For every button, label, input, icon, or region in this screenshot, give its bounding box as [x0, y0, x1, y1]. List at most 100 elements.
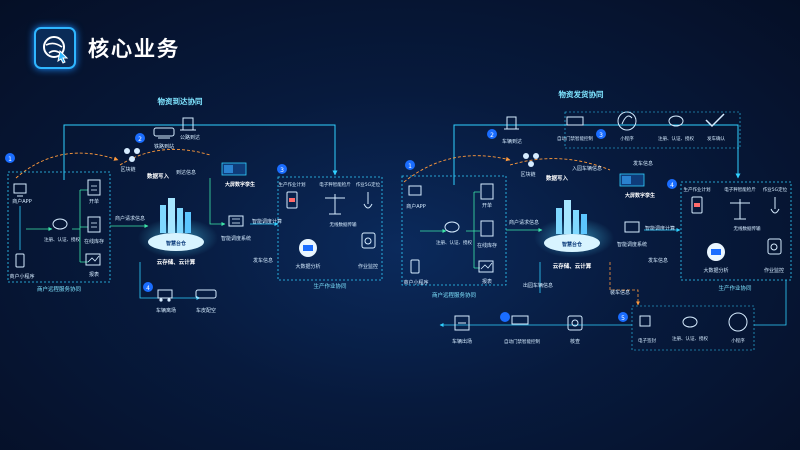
left-loading-plan-icon: [286, 191, 298, 209]
globe-cursor-icon: [34, 27, 76, 69]
right-step-badge-1-text: 1: [408, 163, 412, 170]
train-icon: [153, 127, 175, 139]
right-dashed-arc-1: [403, 155, 511, 183]
right-bigdata-icon: [707, 243, 725, 261]
right-scale-icon: [730, 199, 750, 220]
left-step-badge-3-text: 3: [280, 167, 284, 174]
left-customer-group-box: [7, 171, 111, 283]
right-cloud-icon: [444, 221, 460, 233]
right-stock-label: 在线库存: [477, 242, 497, 249]
right-step-badge-2: [487, 129, 497, 139]
right-production-label: 生产作业协同: [718, 284, 752, 292]
left-prod-loading-label: 生产作业计划: [279, 181, 306, 188]
left-data-write-label: 数据写入: [147, 172, 170, 180]
right-check-monitor-icon: [567, 315, 583, 331]
left-hook-icon: [363, 192, 373, 209]
left-gate-out-label: 公路到达: [180, 134, 200, 141]
right-mini-program-label: 小程序: [620, 135, 634, 142]
right-vehicle-leave-label: 车辆出场: [452, 338, 472, 345]
right-report-icon: [478, 260, 494, 273]
left-dashed-arc-1: [15, 152, 119, 179]
right-step-badge-4-text: 4: [670, 182, 674, 189]
right-auto-gate2-label: 自动门禁智能控制: [504, 338, 540, 345]
right-dispatch-icon: [624, 221, 640, 233]
left-bottom-flow-line: [139, 262, 201, 300]
left-step-badge-3: [277, 164, 287, 174]
right-confirm-label: 发车确认: [707, 135, 725, 142]
right-step-badge-1: [405, 160, 415, 170]
left-bigdata-icon: [299, 239, 317, 257]
left-monitor-icon: [361, 232, 376, 249]
left-top-flow-line: [63, 124, 338, 180]
left-stock-icon: [87, 216, 101, 233]
right-order-icon: [480, 183, 494, 200]
left-dashed-arc-2: [119, 148, 211, 166]
left-vehicle-out-label: 车皮配空: [196, 307, 216, 314]
left-bigdata-label: 大数据分析: [295, 263, 320, 270]
right-step-badge-4: [667, 179, 677, 189]
right-vehicle-in-label: 车辆到达: [502, 138, 522, 145]
left-prod-nodata-label: 无线数据传输: [330, 221, 357, 228]
left-monitor-label: 作业监控: [358, 263, 378, 270]
right-bottom-badge: [500, 312, 510, 322]
left-production-label: 生产作业协同: [313, 282, 347, 290]
left-step-badge-4-text: 4: [146, 285, 150, 292]
right-prod-scale-label: 电子秤智能检斤: [724, 186, 756, 193]
right-blockchain-icon: [523, 153, 539, 167]
left-gate-in-label: 铁路到站: [154, 143, 174, 150]
left-prod-5g-label: 作业5G定位: [356, 181, 381, 188]
right-step-badge-3-text: 3: [599, 132, 603, 139]
right-customer-group-label: 商户远程服务协同: [432, 291, 477, 299]
left-screen-label: 大屏数字孪生: [225, 181, 255, 188]
left-customer-app-icon: [13, 183, 27, 197]
left-cloud-icon: [52, 218, 68, 230]
right-ecard-icon: [639, 315, 651, 327]
left-customer-group-label: 商户远程服务协同: [37, 285, 82, 293]
right-bottom-return-line: [754, 280, 787, 326]
right-prod-5g-label: 作业5G定位: [763, 186, 788, 193]
right-step-badge-2-text: 2: [490, 132, 494, 139]
blockchain-icon: [124, 148, 140, 162]
left-request-label: 商户请求信息: [115, 215, 145, 222]
right-bigdata-label: 大数据分析: [703, 267, 728, 274]
left-train-bottom-icon: [195, 289, 217, 299]
right-order-label: 开单: [482, 202, 492, 209]
right-verify-label: 注册、认证、授权: [658, 135, 694, 142]
right-loading-plan-icon: [691, 196, 703, 214]
right-cloud-label: 智慧台仓: [562, 241, 583, 248]
left-branch-lines: [72, 189, 88, 263]
right-entry-info-label: 入园车辆信息: [572, 165, 602, 172]
right-top-flow-line: [453, 124, 741, 185]
right-check-icon: [705, 113, 725, 128]
right-hook-icon: [770, 197, 780, 214]
left-dispatch-label: 智能调度计算: [252, 218, 282, 225]
right-smart-warehouse-icon: [544, 200, 600, 252]
right-load-info-line: [609, 262, 640, 306]
right-mini2-label: 小程序: [731, 337, 745, 344]
right-gate-camera-icon: [504, 116, 519, 130]
left-scale-icon: [325, 194, 345, 215]
right-register-label: 注册、认证、授权: [436, 239, 472, 246]
right-customer-app-icon: [408, 185, 422, 196]
right-exit-icon: [454, 315, 470, 331]
left-vehicle-in-label: 车辆离场: [156, 307, 176, 314]
left-production-box: [277, 176, 383, 281]
right-prod-loading-label: 生产作业计划: [684, 186, 711, 193]
right-cloud-sub-label: 云存储、云计算: [553, 262, 592, 270]
right-top-section: 物资发货协同: [559, 89, 604, 99]
right-monitor-label: 作业监控: [764, 267, 784, 274]
left-step-badge-4: [143, 282, 153, 292]
left-dispatch-line: [209, 178, 226, 226]
right-screen-label: 大屏数字孪生: [625, 192, 655, 199]
right-stock-icon: [480, 220, 494, 237]
left-departure-label: 发车信息: [253, 257, 273, 264]
right-dashed-arc-2: [509, 158, 611, 171]
right-ecard-label: 电子签封: [638, 337, 656, 344]
right-monitor-icon: [767, 238, 782, 255]
right-check-label: 核查: [570, 338, 580, 345]
left-arrival-info-label: 到达信息: [176, 169, 196, 176]
right-top-group-box: [564, 111, 741, 149]
gate-camera-icon: [180, 117, 196, 131]
left-top-section: 物资到达协同: [158, 96, 203, 106]
